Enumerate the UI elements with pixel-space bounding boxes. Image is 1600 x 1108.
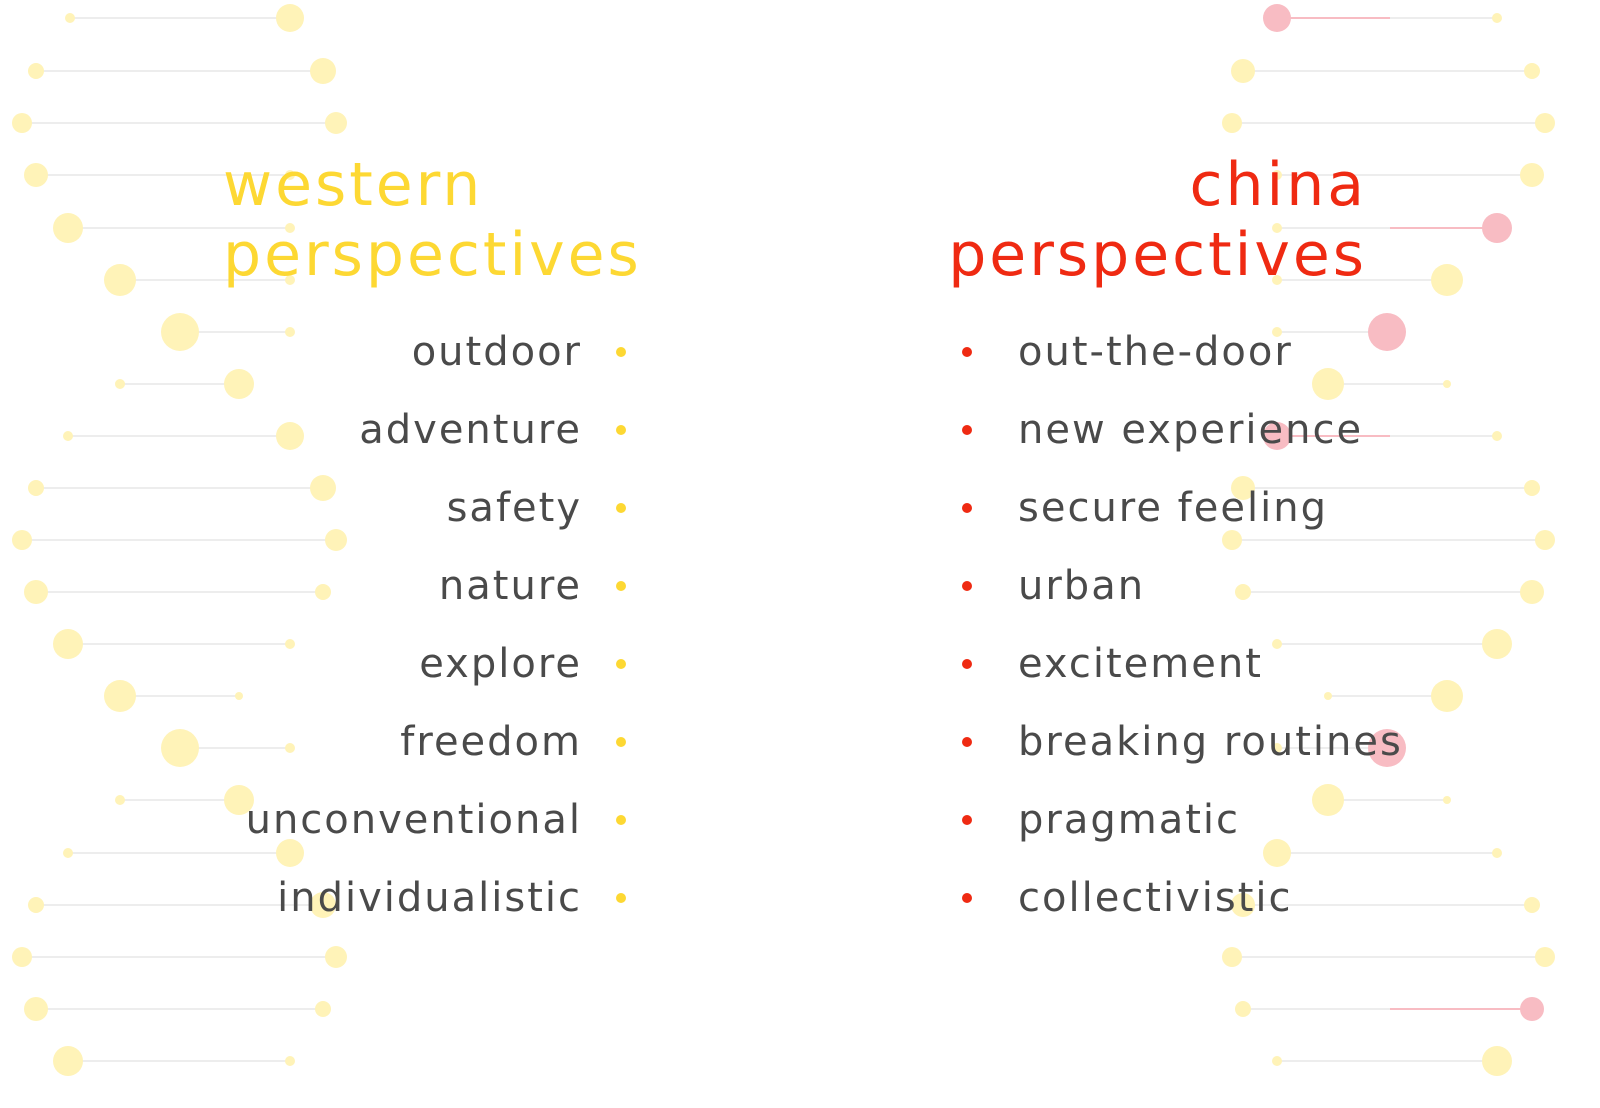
china-term: urban [1018,563,1146,609]
comparison-row: unconventional pragmatic [0,790,1600,850]
western-dot [616,347,626,357]
china-term: out-the-door [1018,329,1293,375]
western-dot [616,659,626,669]
western-term: explore [419,641,582,687]
western-title-line1: western [223,150,484,220]
connector-line [616,581,972,591]
connector-line [616,503,972,513]
connector-line [616,737,972,747]
western-title-line2: perspectives [223,220,642,290]
western-dot [616,815,626,825]
connector-line [616,347,972,357]
western-dot [616,503,626,513]
china-dot [962,815,972,825]
china-dot [962,659,972,669]
china-term: collectivistic [1018,875,1293,921]
western-dot [616,425,626,435]
china-term: new experience [1018,407,1364,453]
western-term: safety [446,485,582,531]
comparison-row: outdoor out-the-door [0,322,1600,382]
western-perspectives-title: western perspectives [223,150,642,290]
comparison-row: freedom breaking routines [0,712,1600,772]
china-title-line2: perspectives [948,220,1367,290]
china-dot [962,893,972,903]
western-term: freedom [400,719,582,765]
china-title-line1: china [1189,150,1367,220]
western-term: nature [438,563,582,609]
connector-line [616,659,972,669]
western-dot [616,581,626,591]
china-dot [962,581,972,591]
comparison-row: nature urban [0,556,1600,616]
china-term: breaking routines [1018,719,1403,765]
china-dot [962,347,972,357]
china-dot [962,503,972,513]
connector-line [616,893,972,903]
china-perspectives-title: china perspectives [948,150,1367,290]
china-term: excitement [1018,641,1263,687]
comparison-row: adventure new experience [0,400,1600,460]
western-term: outdoor [411,329,582,375]
china-term: pragmatic [1018,797,1241,843]
western-dot [616,893,626,903]
western-term: individualistic [277,875,582,921]
western-term: unconventional [245,797,582,843]
western-dot [616,737,626,747]
comparison-row: safety secure feeling [0,478,1600,538]
comparison-row: explore excitement [0,634,1600,694]
china-term: secure feeling [1018,485,1328,531]
china-dot [962,737,972,747]
comparison-row: individualistic collectivistic [0,868,1600,928]
western-term: adventure [359,407,582,453]
connector-line [616,425,972,435]
connector-line [616,815,972,825]
china-dot [962,425,972,435]
